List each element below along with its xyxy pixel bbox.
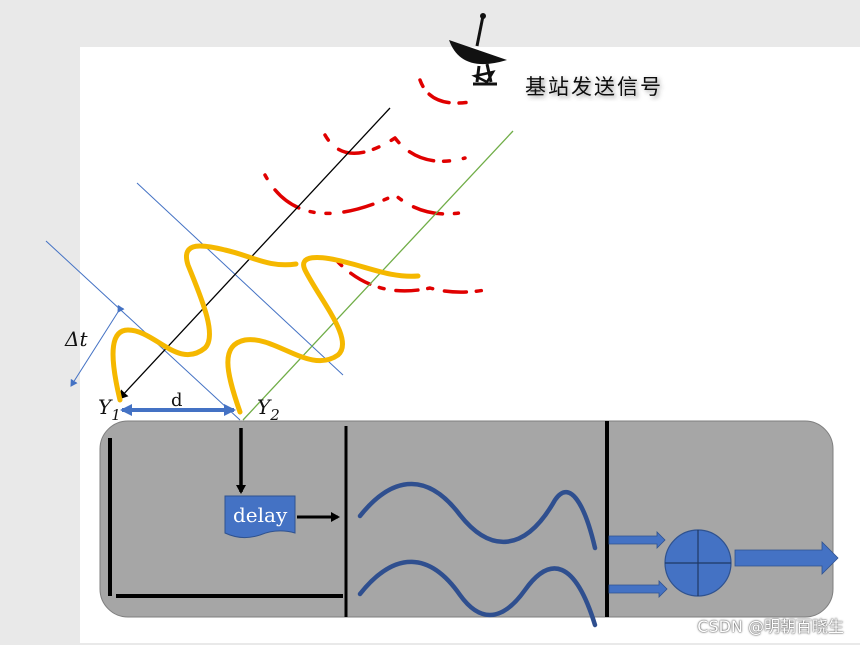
- watermark: CSDN @明朝百晓生: [697, 617, 844, 636]
- wavefront-lines: [45, 182, 344, 421]
- delta-t-arrow: [70, 304, 125, 387]
- antenna-y2-label: Y2: [257, 395, 280, 424]
- delay-block: delay: [224, 495, 296, 539]
- device-structure-lines: [108, 421, 609, 617]
- emitted-signal-arcs: [263, 78, 487, 294]
- delta-t-label: Δt: [64, 327, 88, 351]
- satellite-dish-icon: [449, 13, 507, 86]
- combiner-input-arrows: [608, 531, 668, 598]
- ray-line-y2: [242, 130, 514, 421]
- ray-line-y1: [118, 107, 391, 400]
- incident-waves: [110, 243, 421, 415]
- processing-waves: [357, 481, 598, 628]
- svg-text:Y1: Y1: [98, 395, 121, 424]
- output-arrow: [734, 541, 839, 575]
- distance-label: d: [171, 390, 183, 411]
- combiner-circle: [664, 529, 732, 597]
- receiver-device-box: [99, 420, 834, 618]
- svg-text:Y2: Y2: [257, 395, 280, 424]
- delay-label: delay: [233, 503, 288, 527]
- antenna-y1-label: Y1: [98, 395, 121, 424]
- station-label: 基站发送信号: [525, 75, 663, 99]
